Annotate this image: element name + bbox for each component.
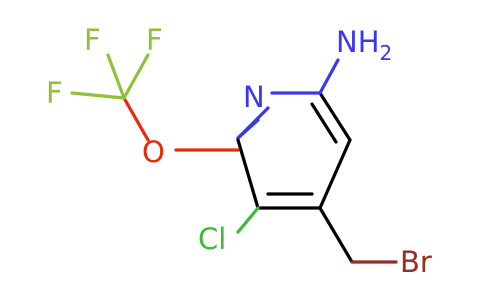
bond-c2-nh2 bbox=[318, 58, 340, 95]
atom-oxygen: O bbox=[142, 135, 165, 169]
substituent-bonds bbox=[70, 53, 398, 264]
atom-amine-subscript: 2 bbox=[380, 41, 393, 65]
bond-c6-c5 bbox=[236, 138, 260, 210]
bond-c4-c3 bbox=[318, 138, 352, 210]
atom-bromine: Br bbox=[400, 245, 432, 279]
ring-bonds bbox=[236, 91, 352, 210]
atom-amine-label: NH bbox=[336, 25, 380, 59]
atom-n-ring: N bbox=[243, 80, 265, 114]
atom-fluorine-top: F bbox=[84, 23, 101, 57]
bond-cf3-f-top bbox=[106, 53, 126, 100]
bond-c3-c2 bbox=[318, 91, 352, 142]
atom-amine: NH2 bbox=[336, 25, 392, 65]
bond-cf3-f-left bbox=[70, 91, 126, 100]
bond-o-cf3 bbox=[122, 96, 150, 142]
bond-c5-cl bbox=[236, 206, 260, 234]
bond-c3-c2-double bbox=[310, 102, 338, 144]
bond-c4-ch2 bbox=[318, 206, 354, 264]
bond-n-c6-inner bbox=[236, 118, 260, 140]
bond-cf3-f-right bbox=[122, 53, 150, 100]
atom-fluorine-top-right: F bbox=[146, 23, 163, 57]
atom-chlorine: Cl bbox=[198, 222, 226, 256]
atom-fluorine-left: F bbox=[46, 76, 63, 110]
